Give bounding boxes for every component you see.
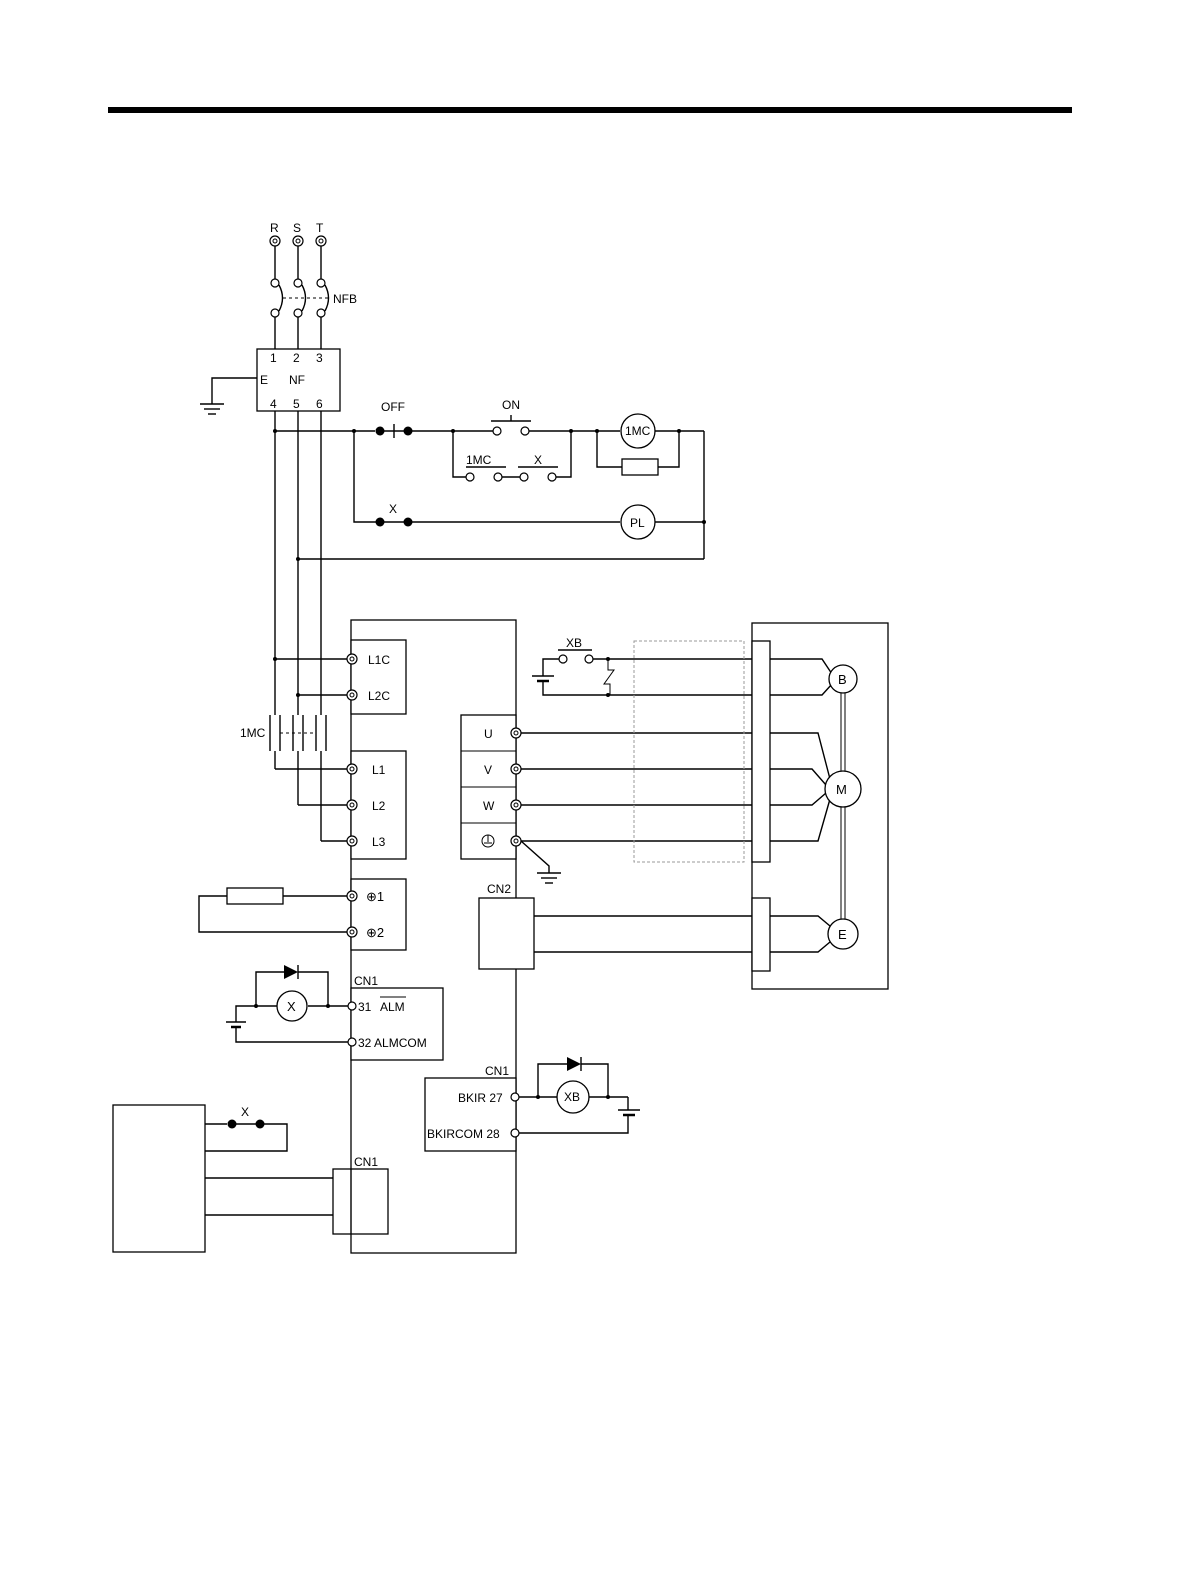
label-nf-2: 2 <box>293 351 300 365</box>
label-nfb: NFB <box>333 292 357 306</box>
label-phase-s: S <box>293 221 301 235</box>
label-cn1-alm: CN1 <box>354 974 378 988</box>
label-coil-1mc: 1MC <box>625 424 651 438</box>
label-p1: ⊕1 <box>366 889 384 904</box>
label-l3: L3 <box>372 835 386 849</box>
label-motor: M <box>836 782 847 797</box>
label-nf-6: 6 <box>316 397 323 411</box>
on-button <box>493 427 501 435</box>
label-on: ON <box>502 398 520 412</box>
header-rule <box>108 107 1072 113</box>
label-alm-num: 31 <box>358 1000 372 1014</box>
label-pl: PL <box>630 516 645 530</box>
control-power-terminals: L1C L2C <box>273 640 406 714</box>
label-l1: L1 <box>372 763 386 777</box>
label-brake: B <box>838 672 847 687</box>
label-l2c: L2C <box>368 689 390 703</box>
diode-icon-2 <box>567 1057 581 1071</box>
nfb-breaker: NFB <box>271 279 357 349</box>
label-nf-3: 3 <box>316 351 323 365</box>
label-nf-1: 1 <box>270 351 277 365</box>
label-nf-e: E <box>260 373 268 387</box>
cn2-connector: CN2 <box>479 882 752 969</box>
label-w: W <box>483 799 495 813</box>
label-nf-5: 5 <box>293 397 300 411</box>
label-ctrl-x: X <box>241 1105 249 1119</box>
label-relay-xb: XB <box>564 1090 580 1104</box>
control-circuit: OFF ON 1MC X 1MC <box>273 398 706 561</box>
label-bkir: BKIR 27 <box>458 1091 503 1105</box>
label-cn2: CN2 <box>487 882 511 896</box>
label-contact-x-seal: X <box>534 453 542 467</box>
mc-main-contacts: 1MC <box>240 715 326 841</box>
label-nf-4: 4 <box>270 397 277 411</box>
power-input-terminals: R S T <box>270 221 326 279</box>
label-cn1-ctrl: CN1 <box>354 1155 378 1169</box>
surge-absorber <box>622 459 658 475</box>
dc-reactor-terminals: ⊕1 ⊕2 <box>199 879 406 950</box>
label-u: U <box>484 727 493 741</box>
label-p2: ⊕2 <box>366 925 384 940</box>
label-phase-r: R <box>270 221 279 235</box>
label-v: V <box>484 763 492 777</box>
brake-power-circuit: XB <box>532 636 756 697</box>
label-encoder: E <box>838 927 847 942</box>
label-xb-contact: XB <box>566 636 582 650</box>
label-contact-1mc: 1MC <box>466 453 492 467</box>
label-mc-main: 1MC <box>240 726 266 740</box>
label-cn1-bk: CN1 <box>485 1064 509 1078</box>
label-off: OFF <box>381 400 405 414</box>
noise-filter: 1 2 3 E NF 4 5 6 <box>200 349 340 414</box>
motor-output-terminals: U V W <box>461 715 756 883</box>
label-almcom: 32 ALMCOM <box>358 1036 427 1050</box>
label-alm: ALM <box>380 1000 405 1014</box>
controller-box <box>113 1105 205 1252</box>
servo-motor: B M E <box>752 623 888 989</box>
controller: X CN1 <box>113 1105 388 1252</box>
varistor-icon <box>604 659 614 695</box>
label-phase-t: T <box>316 221 324 235</box>
label-bkircom: BKIRCOM 28 <box>427 1127 500 1141</box>
cable-shield <box>634 641 744 862</box>
dc-reactor <box>227 888 283 904</box>
label-relay-x: X <box>287 999 296 1014</box>
label-nf: NF <box>289 373 305 387</box>
diode-icon <box>284 965 298 979</box>
off-button <box>376 427 385 436</box>
label-contact-x-pl: X <box>389 502 397 516</box>
label-l2: L2 <box>372 799 386 813</box>
main-power-terminals: L1 L2 L3 <box>275 751 406 859</box>
label-l1c: L1C <box>368 653 390 667</box>
